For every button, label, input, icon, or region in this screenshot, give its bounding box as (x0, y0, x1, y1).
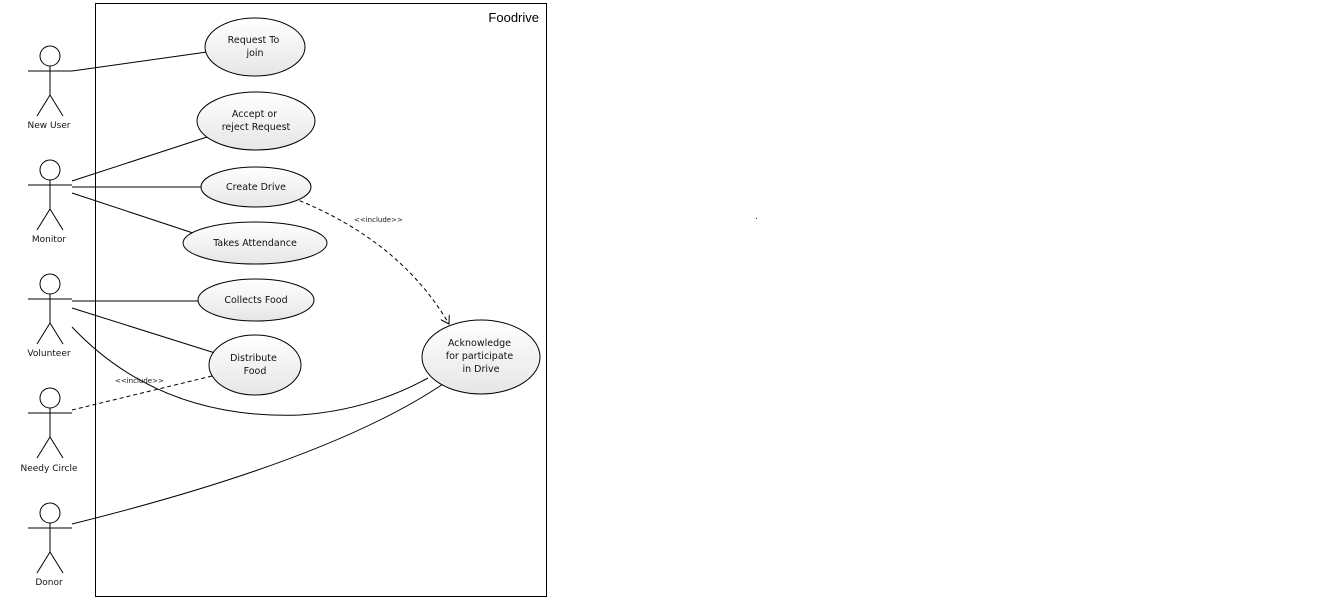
actor-head (39, 387, 61, 409)
actor-volunteer[interactable]: Volunteer (27, 273, 72, 359)
svg-text:Accept or reject Request: Accept or reject Request (222, 109, 291, 133)
actor-label: Needy Circle (21, 464, 78, 474)
use-case-collects-food[interactable]: Collects Food (197, 278, 315, 322)
system-boundary (95, 3, 547, 597)
use-case-ellipse (197, 278, 315, 322)
actor-head (39, 502, 61, 524)
use-case-label: in Drive (462, 364, 499, 375)
use-case-distribute-food[interactable]: Distribute Food (208, 334, 302, 396)
use-case-label: Collects Food (224, 295, 287, 306)
use-case-create-drive[interactable]: Create Drive (200, 166, 312, 208)
actor-right-leg (49, 322, 64, 345)
actor-head (39, 273, 61, 295)
use-case-takes-attendance[interactable]: Takes Attendance (182, 221, 328, 265)
svg-text:Takes Attendance: Takes Attendance (212, 238, 297, 249)
use-case-acknowledge[interactable]: Acknowledge for participate in Drive (421, 319, 541, 395)
use-case-label: Accept or (232, 109, 277, 120)
use-case-label: reject Request (222, 122, 291, 133)
svg-text:Distribute Food: Distribute Food (230, 353, 280, 377)
actor-label: Volunteer (27, 349, 70, 359)
actor-right-leg (49, 94, 64, 117)
use-case-label: Distribute (230, 353, 277, 364)
assoc-newuser-request (71, 51, 208, 72)
actor-label: Donor (35, 578, 63, 588)
assoc-monitor-accept (71, 136, 208, 182)
use-case-ellipse (196, 91, 316, 151)
actor-right-leg (49, 436, 64, 459)
assoc-volunteer-distribute (71, 307, 216, 354)
actor-right-leg (49, 208, 64, 231)
actor-left-leg (36, 94, 51, 117)
actor-new-user[interactable]: New User (27, 45, 72, 131)
svg-text:Acknowledge for particip: Acknowledge for participate in Drive (446, 338, 517, 375)
use-case-ellipse (204, 17, 306, 77)
actor-head (39, 159, 61, 181)
svg-text:Collects Food: Collects Food (224, 295, 287, 306)
stray-dot: . (755, 212, 758, 222)
use-case-ellipse (208, 334, 302, 396)
use-case-request-to-join[interactable]: Request To join (204, 17, 306, 77)
use-case-label: Request To (228, 35, 280, 46)
actor-left-leg (36, 322, 51, 345)
actor-left-leg (36, 208, 51, 231)
actor-left-leg (36, 551, 51, 574)
include-label-1: <<include>> (354, 216, 403, 224)
use-case-accept-reject[interactable]: Accept or reject Request (196, 91, 316, 151)
actor-needy-circle[interactable]: Needy Circle (21, 387, 78, 474)
use-case-label: Food (244, 366, 267, 377)
use-case-ellipse (200, 166, 312, 208)
use-case-ellipse (182, 221, 328, 265)
actor-donor[interactable]: Donor (28, 502, 72, 588)
include-needy-to-distribute (71, 375, 213, 411)
include-label-2: <<include>> (115, 377, 164, 385)
actor-label: Monitor (32, 235, 67, 245)
use-case-label: Acknowledge (448, 338, 511, 349)
use-case-label: join (245, 48, 263, 59)
actor-right-leg (49, 551, 64, 574)
include-create-to-acknowledge (292, 197, 449, 324)
actor-label: New User (27, 121, 70, 131)
svg-text:Request To join: Request To join (228, 35, 283, 59)
use-case-label: Create Drive (226, 182, 286, 193)
svg-text:Create Drive: Create Drive (226, 182, 286, 193)
assoc-volunteer-acknowledge (71, 326, 429, 416)
use-case-ellipse (421, 319, 541, 395)
use-case-label: for participate (446, 351, 514, 362)
assoc-donor-acknowledge (71, 383, 444, 525)
actor-monitor[interactable]: Monitor (28, 159, 72, 245)
system-title: Foodrive (488, 10, 539, 25)
actor-left-leg (36, 436, 51, 459)
actor-head (39, 45, 61, 67)
assoc-monitor-attendance (71, 192, 197, 235)
use-case-label: Takes Attendance (212, 238, 297, 249)
